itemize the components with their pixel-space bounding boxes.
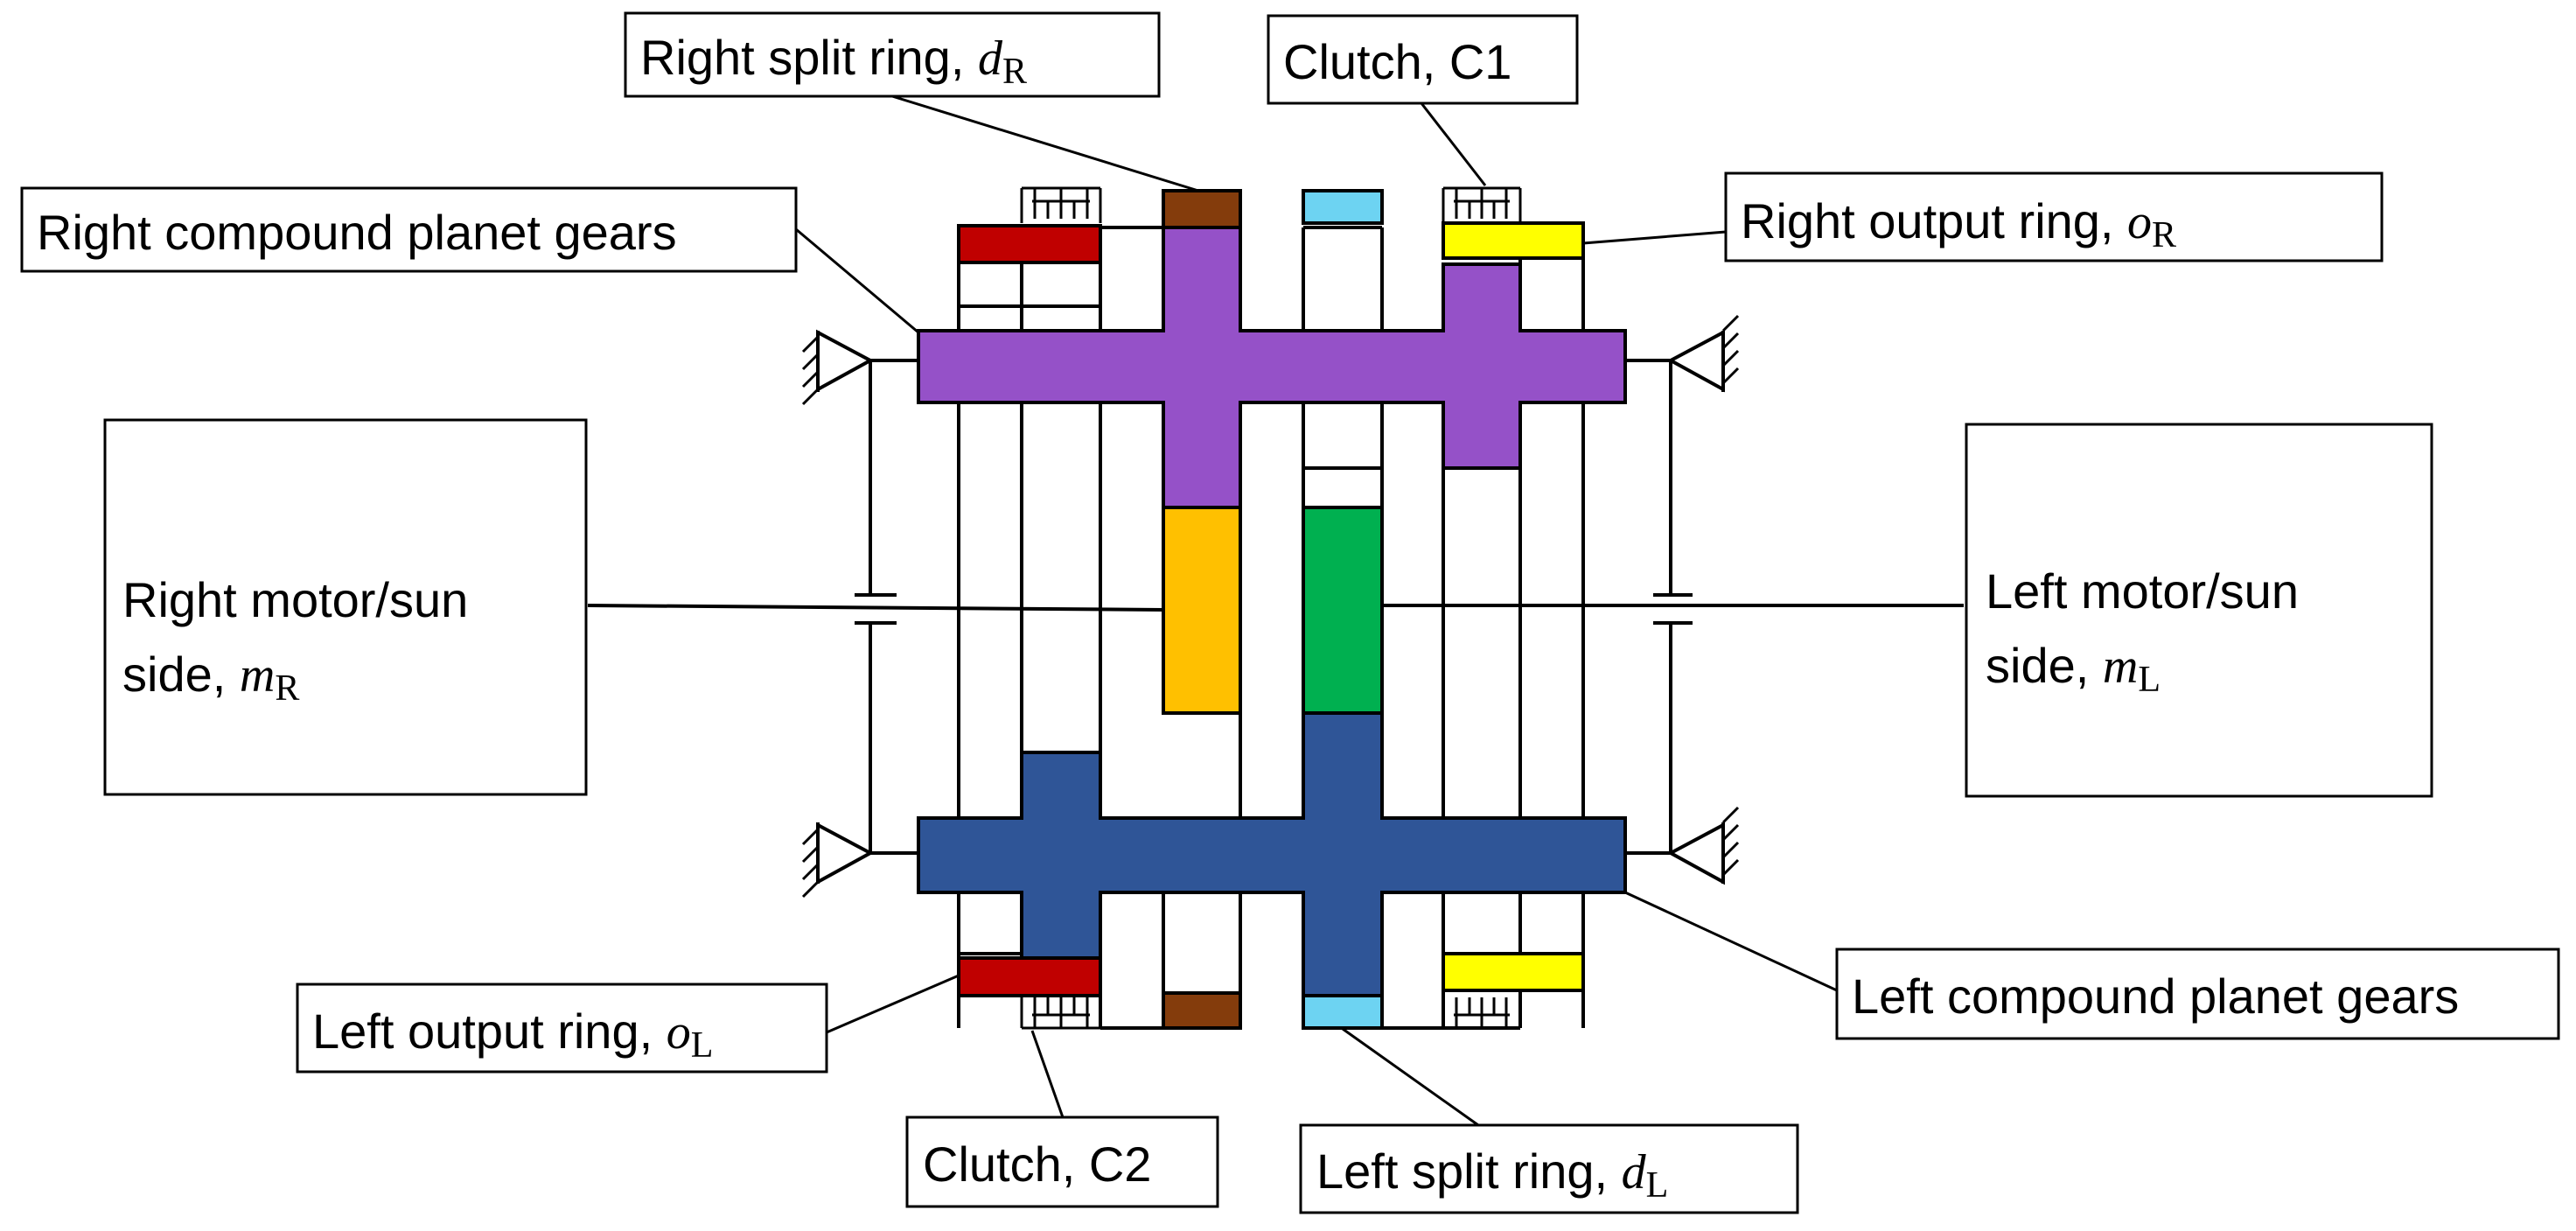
right-sun-gear: [1162, 506, 1242, 715]
shafts: [587, 360, 1964, 853]
right-split-ring-shape: [1162, 189, 1242, 229]
left-output-ring-label: Left output ring, oL: [312, 1004, 713, 1066]
clutch-c2-box: [905, 1116, 1219, 1208]
leader-lines: [795, 94, 1838, 1127]
clutch-c1-symbol: [1442, 186, 1522, 223]
clutch-c1-label: Clutch, C1: [1283, 34, 1511, 89]
right-motor-box: [103, 418, 588, 796]
left-output-ring-box: [296, 983, 828, 1074]
left-motor-label-2: side, mL: [1986, 638, 2161, 700]
right-compound-planet-label: Right compound planet gears: [37, 205, 677, 260]
left-output-ring-shape: [957, 956, 1102, 997]
yellow-ring-bottom-shape: [1442, 952, 1585, 992]
red-ring-top-shape: [957, 224, 1102, 264]
ground-bearing-top-left: [801, 329, 875, 406]
right-output-ring-box: [1724, 171, 2384, 262]
right-compound-planet-box: [20, 186, 798, 273]
clutch-c1-box: [1267, 14, 1579, 105]
right-output-ring-label: Right output ring, oR: [1741, 193, 2176, 255]
ground-bearing-top-right: [1666, 314, 1740, 393]
right-motor-label-2: side, mR: [122, 647, 299, 709]
clutch-c2-label: Clutch, C2: [923, 1137, 1151, 1192]
clutch-bottom-right-symbol: [1442, 996, 1522, 1030]
right-split-ring-box: [624, 11, 1161, 98]
left-motor-label: Left motor/sun: [1986, 563, 2299, 619]
left-sun-gear: [1302, 506, 1384, 715]
right-motor-label: Right motor/sun: [122, 572, 468, 627]
right-split-ring-label: Right split ring, dR: [640, 30, 1027, 92]
right-compound-planet-gears-shape: [917, 226, 1627, 509]
clutch-top-left-symbol: [1020, 186, 1102, 223]
left-compound-planet-label: Left compound planet gears: [1852, 969, 2459, 1024]
clutch-c1-ring-shape: [1302, 189, 1384, 225]
ground-bearing-bottom-right: [1666, 806, 1740, 885]
brown-ring-bottom-shape: [1162, 991, 1242, 1030]
ground-bearing-bottom-left: [801, 822, 875, 899]
left-split-ring-box: [1299, 1123, 1799, 1214]
left-compound-planet-box: [1835, 948, 2560, 1040]
left-split-ring-label: Left split ring, dL: [1316, 1144, 1668, 1206]
left-split-ring-shape: [1302, 994, 1384, 1030]
left-motor-box: [1965, 423, 2433, 798]
right-output-ring-shape: [1442, 221, 1585, 260]
clutch-c2-symbol: [1020, 996, 1102, 1030]
